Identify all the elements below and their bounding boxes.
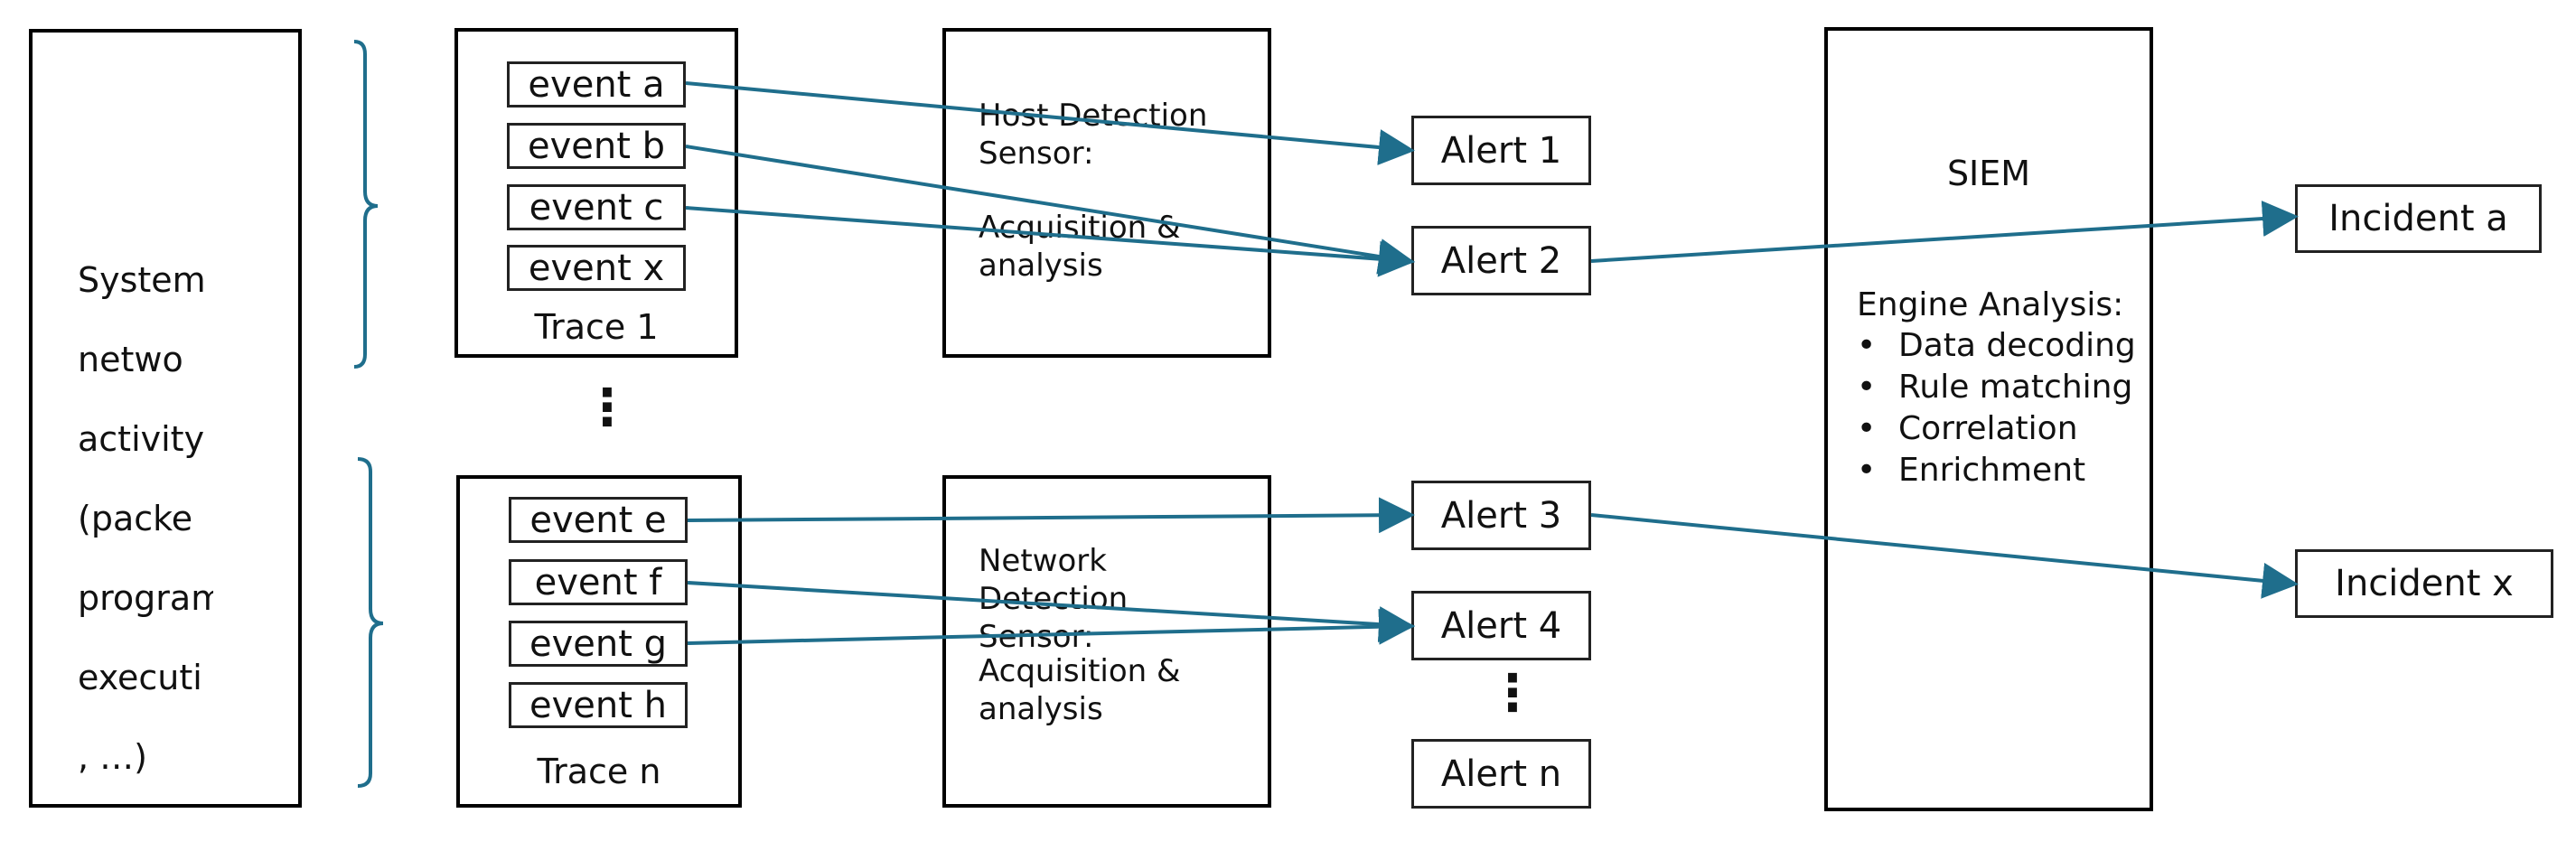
event-h: event h — [509, 682, 688, 728]
siem-title: SIEM — [1946, 154, 2031, 193]
system-line-6: executi — [78, 658, 202, 697]
event-b: event b — [507, 123, 686, 169]
siem-engine-list: Data decoding Rule matching Correlation … — [1853, 325, 2136, 491]
system-line-3: activity — [78, 419, 205, 459]
event-f: event f — [509, 559, 688, 605]
arrow-event-c-alert-2 — [685, 206, 1415, 277]
network-sensor-subtitle: Acquisition & analysis — [979, 653, 1181, 727]
system-activity-label: System netwo activity (packe program exe… — [78, 220, 213, 804]
siem-item-enrichment: Enrichment — [1853, 450, 2136, 491]
arrow-alert-2-incident-a — [1590, 201, 2299, 263]
siem-item-data-decoding: Data decoding — [1853, 325, 2136, 367]
event-e: event e — [509, 497, 688, 543]
event-c: event c — [507, 184, 686, 230]
host-sensor-title: Host Detection Sensor: — [979, 98, 1208, 172]
arrow-event-f-alert-4 — [687, 581, 1415, 643]
arrow-event-b-alert-2 — [685, 145, 1415, 275]
siem-engine-label: Engine Analysis: — [1857, 286, 2124, 323]
event-a: event a — [507, 61, 686, 108]
host-sensor-subtitle: Acquisition & analysis — [979, 210, 1181, 284]
system-line-5: program — [78, 578, 213, 618]
trace-1-label: Trace 1 — [534, 307, 659, 347]
arrow-event-a-alert-1 — [685, 81, 1415, 165]
alert-n: Alert n — [1411, 739, 1591, 809]
incident-a: Incident a — [2295, 184, 2542, 253]
alert-1: Alert 1 — [1411, 116, 1591, 185]
system-line-7: , …) — [78, 737, 147, 777]
trace-n-label: Trace n — [537, 752, 661, 791]
alert-3: Alert 3 — [1411, 481, 1591, 550]
arrow-event-e-alert-3 — [687, 497, 1415, 534]
brace-trace-1 — [353, 40, 379, 369]
system-line-1: System — [78, 260, 206, 300]
network-detection-sensor-box: Network Detection Sensor: Acquisition & … — [942, 475, 1271, 808]
siem-item-correlation: Correlation — [1853, 408, 2136, 450]
arrow-event-g-alert-4 — [687, 608, 1415, 645]
event-g: event g — [509, 621, 688, 667]
siem-item-rule-matching: Rule matching — [1853, 367, 2136, 408]
arrow-alert-3-incident-x — [1590, 513, 2299, 599]
system-activity-box: System netwo activity (packe program exe… — [29, 29, 302, 808]
event-x: event x — [507, 245, 686, 291]
alert-2: Alert 2 — [1411, 226, 1591, 295]
alert-4: Alert 4 — [1411, 591, 1591, 660]
host-detection-sensor-box: Host Detection Sensor: Acquisition & ana… — [942, 28, 1271, 358]
brace-trace-n — [357, 457, 384, 788]
system-line-4: (packe — [78, 499, 193, 538]
network-sensor-title: Network Detection Sensor: — [979, 543, 1129, 655]
system-line-2: netwo — [78, 340, 183, 379]
incident-x: Incident x — [2295, 549, 2553, 618]
siem-box: SIEM Engine Analysis: Data decoding Rule… — [1824, 27, 2153, 811]
